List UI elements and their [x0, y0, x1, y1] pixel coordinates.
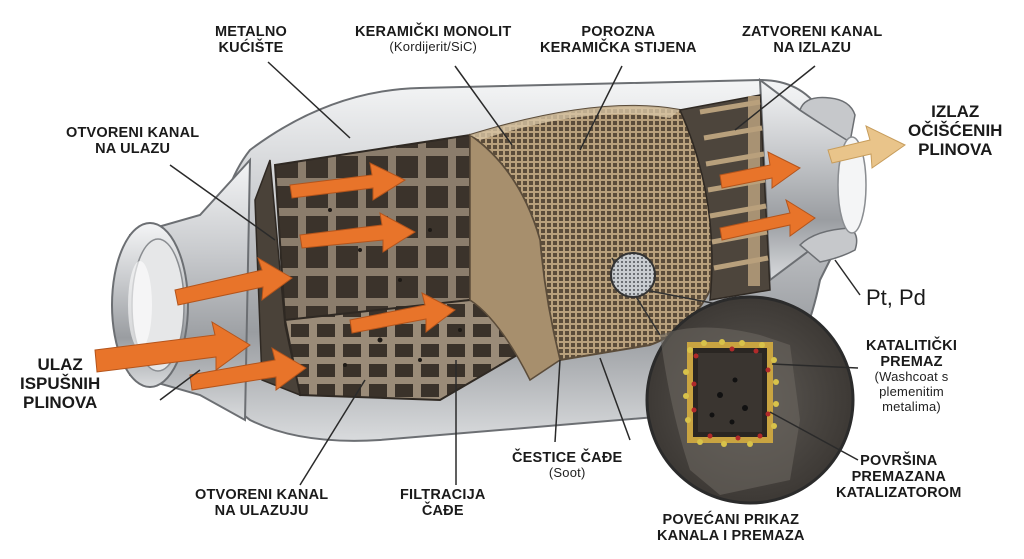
label-magnified-view: POVEĆANI PRIKAZ KANALA I PREMAZA — [657, 512, 805, 544]
magnified-view-text: POVEĆANI PRIKAZ KANALA I PREMAZA — [657, 512, 805, 545]
ceramic-monolith — [467, 104, 713, 382]
label-coated-surface: POVRŠINA PREMAZANA KATALIZATOROM — [836, 453, 962, 502]
label-inlet-gas: ULAZ ISPUŠNIH PLINOVA — [20, 355, 100, 412]
monolith-title: KERAMIČKI MONOLIT — [355, 24, 512, 40]
catalytic-coating-sub: (Washcoat s plemenitim metalima) — [874, 369, 949, 414]
label-ceramic-monolith: KERAMIČKI MONOLIT (Kordijerit/SiC) — [355, 24, 511, 55]
catalytic-coating-title: KATALITIČKI PREMAZ — [866, 338, 958, 371]
label-exit-gas: IZLAZ OČIŠĆENIH PLINOVA — [908, 102, 1002, 159]
open-inlet-channel-2-text: OTVORENI KANAL NA ULAZUJU — [195, 487, 329, 520]
label-open-inlet-channel-2: OTVORENI KANAL NA ULAZUJU — [195, 487, 328, 519]
magnified-inset — [610, 252, 855, 505]
monolith-sub: (Kordijerit/SiC) — [389, 39, 478, 55]
soot-filtration-text: FILTRACIJA ČAĐE — [400, 487, 486, 520]
open-inlet-channel-text: OTVORENI KANAL NA ULAZU — [66, 125, 200, 158]
housing-text: METALNO KUĆIŠTE — [215, 24, 288, 57]
leader-lines — [159, 61, 861, 486]
label-closed-channel: ZATVORENI KANAL NA IZLAZU — [742, 24, 882, 56]
label-metal-housing: METALNO KUĆIŠTE — [215, 24, 287, 56]
exit-flow-arrow — [827, 125, 906, 169]
pt-pd-text: Pt, Pd — [866, 285, 926, 310]
soot-title: ČESTICE ČAĐE — [512, 450, 623, 466]
inlet-flow-arrows — [94, 151, 816, 391]
exit-gas-text: IZLAZ OČIŠĆENIH PLINOVA — [908, 102, 1003, 160]
label-catalytic-coating: KATALITIČKI PREMAZ (Washcoat s plemeniti… — [866, 338, 957, 414]
inlet-gas-text: ULAZ ISPUŠNIH PLINOVA — [20, 355, 101, 413]
closed-channel-text: ZATVORENI KANAL NA IZLAZU — [742, 24, 883, 57]
soot-sub: (Soot) — [548, 465, 586, 481]
porous-wall-text: POROZNA KERAMIČKA STIJENA — [540, 24, 697, 57]
coated-surface-text: POVRŠINA PREMAZANA KATALIZATOROM — [836, 453, 962, 502]
catalyst-particles — [683, 339, 779, 447]
label-pt-pd: Pt, Pd — [866, 285, 926, 311]
label-porous-wall: POROZNA KERAMIČKA STIJENA — [540, 24, 697, 56]
label-soot-filtration: FILTRACIJA ČAĐE — [400, 487, 486, 519]
label-soot: ČESTICE ČAĐE (Soot) — [512, 450, 622, 481]
outlet-channels — [678, 94, 771, 301]
label-open-inlet-channel: OTVORENI KANAL NA ULAZU — [66, 125, 199, 157]
